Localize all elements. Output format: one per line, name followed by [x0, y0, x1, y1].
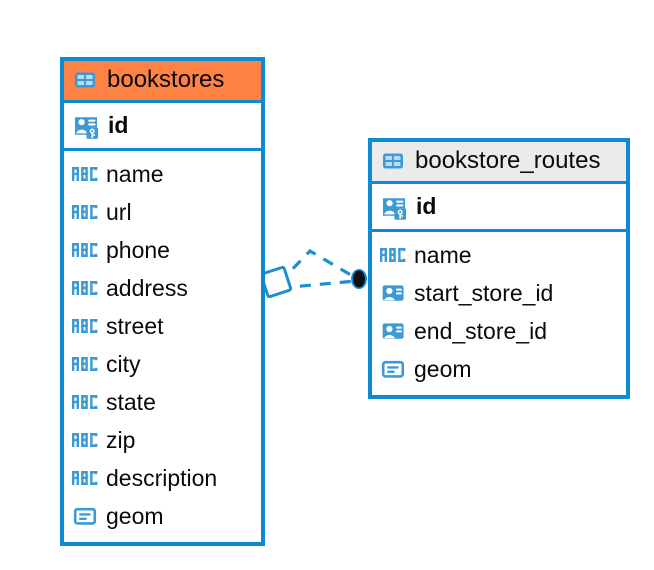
field-label: description [106, 464, 218, 491]
field-row-description[interactable]: description [64, 459, 261, 497]
field-row-end-store-id[interactable]: end_store_id [372, 312, 626, 350]
field-row-name[interactable]: name [64, 155, 261, 193]
abc-text-icon [72, 427, 98, 453]
abc-text-icon [72, 389, 98, 415]
primary-key-section-bookstores: id [64, 100, 261, 151]
abc-text-icon [72, 275, 98, 301]
relationship-line-lower [279, 279, 357, 290]
field-label: state [106, 388, 156, 415]
field-label: id [416, 193, 437, 219]
foreign-key-icon [382, 323, 404, 339]
field-label: geom [106, 502, 164, 529]
primary-key-section-bookstore-routes: id [372, 181, 626, 232]
primary-key-icon [75, 116, 98, 139]
primary-key-icon [383, 197, 406, 220]
field-label: url [106, 198, 132, 225]
field-label: city [106, 350, 141, 377]
geometry-icon [381, 360, 405, 378]
table-grid-icon [75, 72, 95, 88]
field-label: end_store_id [414, 317, 547, 344]
abc-text-icon [72, 465, 98, 491]
entity-header-bookstores[interactable]: bookstores [64, 61, 261, 100]
field-row-street[interactable]: street [64, 307, 261, 345]
abc-text-icon [72, 351, 98, 377]
field-row-geom[interactable]: geom [372, 350, 626, 388]
field-label: name [106, 160, 164, 187]
field-row-address[interactable]: address [64, 269, 261, 307]
field-label: start_store_id [414, 279, 554, 306]
field-row-id[interactable]: id [372, 184, 626, 229]
field-label: zip [106, 426, 136, 453]
table-grid-icon [383, 153, 403, 169]
field-row-zip[interactable]: zip [64, 421, 261, 459]
geometry-icon [73, 507, 97, 525]
abc-text-icon [72, 199, 98, 225]
relationship-diamond-endpoint[interactable] [259, 265, 293, 299]
field-row-phone[interactable]: phone [64, 231, 261, 269]
field-label: name [414, 241, 472, 268]
entity-title: bookstore_routes [415, 147, 601, 174]
field-row-name[interactable]: name [372, 236, 626, 274]
abc-text-icon [72, 161, 98, 187]
field-label: phone [106, 236, 170, 263]
field-label: street [106, 312, 164, 339]
foreign-key-icon [382, 285, 404, 301]
field-row-start-store-id[interactable]: start_store_id [372, 274, 626, 312]
field-section-bookstore-routes: name start_store_id [372, 232, 626, 388]
abc-text-icon [72, 237, 98, 263]
field-section-bookstores: name [64, 151, 261, 535]
abc-text-icon [380, 242, 406, 268]
abc-text-icon [72, 313, 98, 339]
field-label: geom [414, 355, 472, 382]
relationship-line-upper [277, 248, 357, 285]
relationship-circle-endpoint[interactable] [351, 269, 367, 289]
field-row-geom[interactable]: geom [64, 497, 261, 535]
field-row-url[interactable]: url [64, 193, 261, 231]
entity-title: bookstores [107, 66, 225, 93]
field-label: id [108, 112, 129, 138]
field-row-state[interactable]: state [64, 383, 261, 421]
entity-bookstores[interactable]: bookstores id [60, 57, 265, 546]
field-row-city[interactable]: city [64, 345, 261, 383]
entity-header-bookstore-routes[interactable]: bookstore_routes [372, 142, 626, 181]
field-label: address [106, 274, 188, 301]
entity-bookstore-routes[interactable]: bookstore_routes id [368, 138, 630, 399]
field-row-id[interactable]: id [64, 103, 261, 148]
